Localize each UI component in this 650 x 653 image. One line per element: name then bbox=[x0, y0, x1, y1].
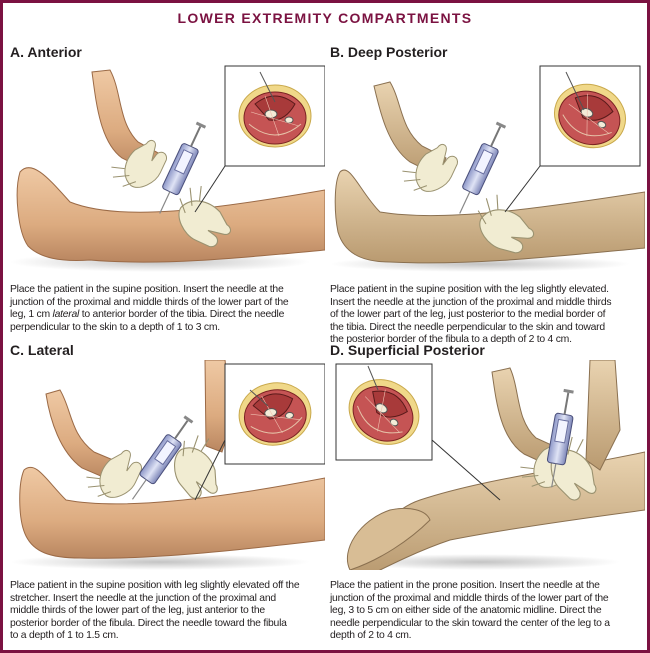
caption-line: middle thirds of the lower part of the l… bbox=[10, 605, 265, 617]
caption-text: leg, 1 cm bbox=[10, 309, 53, 321]
deep-posterior-illustration bbox=[330, 65, 645, 272]
panel-heading: A. Anterior bbox=[10, 44, 82, 60]
caption-line: the tibia. Direct the needle perpendicul… bbox=[330, 321, 605, 333]
figure-title: LOWER EXTREMITY COMPARTMENTS bbox=[177, 10, 473, 26]
caption-line: stretcher. Insert the needle at the junc… bbox=[10, 592, 276, 604]
caption-line: Place patient in the supine position wit… bbox=[330, 284, 609, 295]
caption-line: of the lower part of the leg, just poste… bbox=[330, 309, 606, 321]
caption-line: Insert the needle at the junction of the… bbox=[330, 296, 612, 308]
caption-line: junction of the proximal and middle thir… bbox=[330, 592, 609, 604]
caption-line: depth of 2 to 4 cm. bbox=[330, 630, 412, 642]
caption-line: junction of the proximal and middle thir… bbox=[10, 296, 289, 308]
caption-line: leg, 1 cm lateral to anterior border of … bbox=[10, 309, 288, 322]
caption-emphasis: lateral bbox=[52, 309, 80, 321]
panel-caption: Place the patient in the supine position… bbox=[10, 284, 289, 334]
panel-heading: C. Lateral bbox=[10, 342, 74, 358]
caption-line: Place the patient in the supine position… bbox=[10, 284, 284, 295]
caption-line: needle perpendicular to the skin toward … bbox=[330, 617, 610, 629]
caption-text: to anterior border of the tibia. Direct … bbox=[79, 309, 285, 321]
caption-line: posterior border of the fibula. Direct t… bbox=[10, 617, 287, 629]
caption-line: leg, 3 to 5 cm on either side of the ana… bbox=[330, 605, 602, 617]
anterior-illustration bbox=[10, 65, 325, 272]
lateral-illustration bbox=[10, 360, 325, 570]
panel-caption: Place the patient in the prone position.… bbox=[330, 580, 610, 643]
panel-caption: Place patient in the supine position wit… bbox=[10, 580, 300, 643]
caption-line: perpendicular to the skin to a depth of … bbox=[10, 321, 220, 333]
panel-caption: Place patient in the supine position wit… bbox=[330, 284, 612, 347]
caption-line: the posterior border of the fibula to a … bbox=[330, 334, 572, 346]
panel-heading: B. Deep Posterior bbox=[330, 44, 448, 60]
superficial-posterior-illustration bbox=[335, 360, 645, 570]
caption-line: Place patient in the supine position wit… bbox=[10, 580, 300, 591]
caption-line: to a depth of 1 to 1.5 cm. bbox=[10, 630, 119, 642]
caption-line: Place the patient in the prone position.… bbox=[330, 580, 600, 591]
panel-heading: D. Superficial Posterior bbox=[330, 342, 485, 358]
